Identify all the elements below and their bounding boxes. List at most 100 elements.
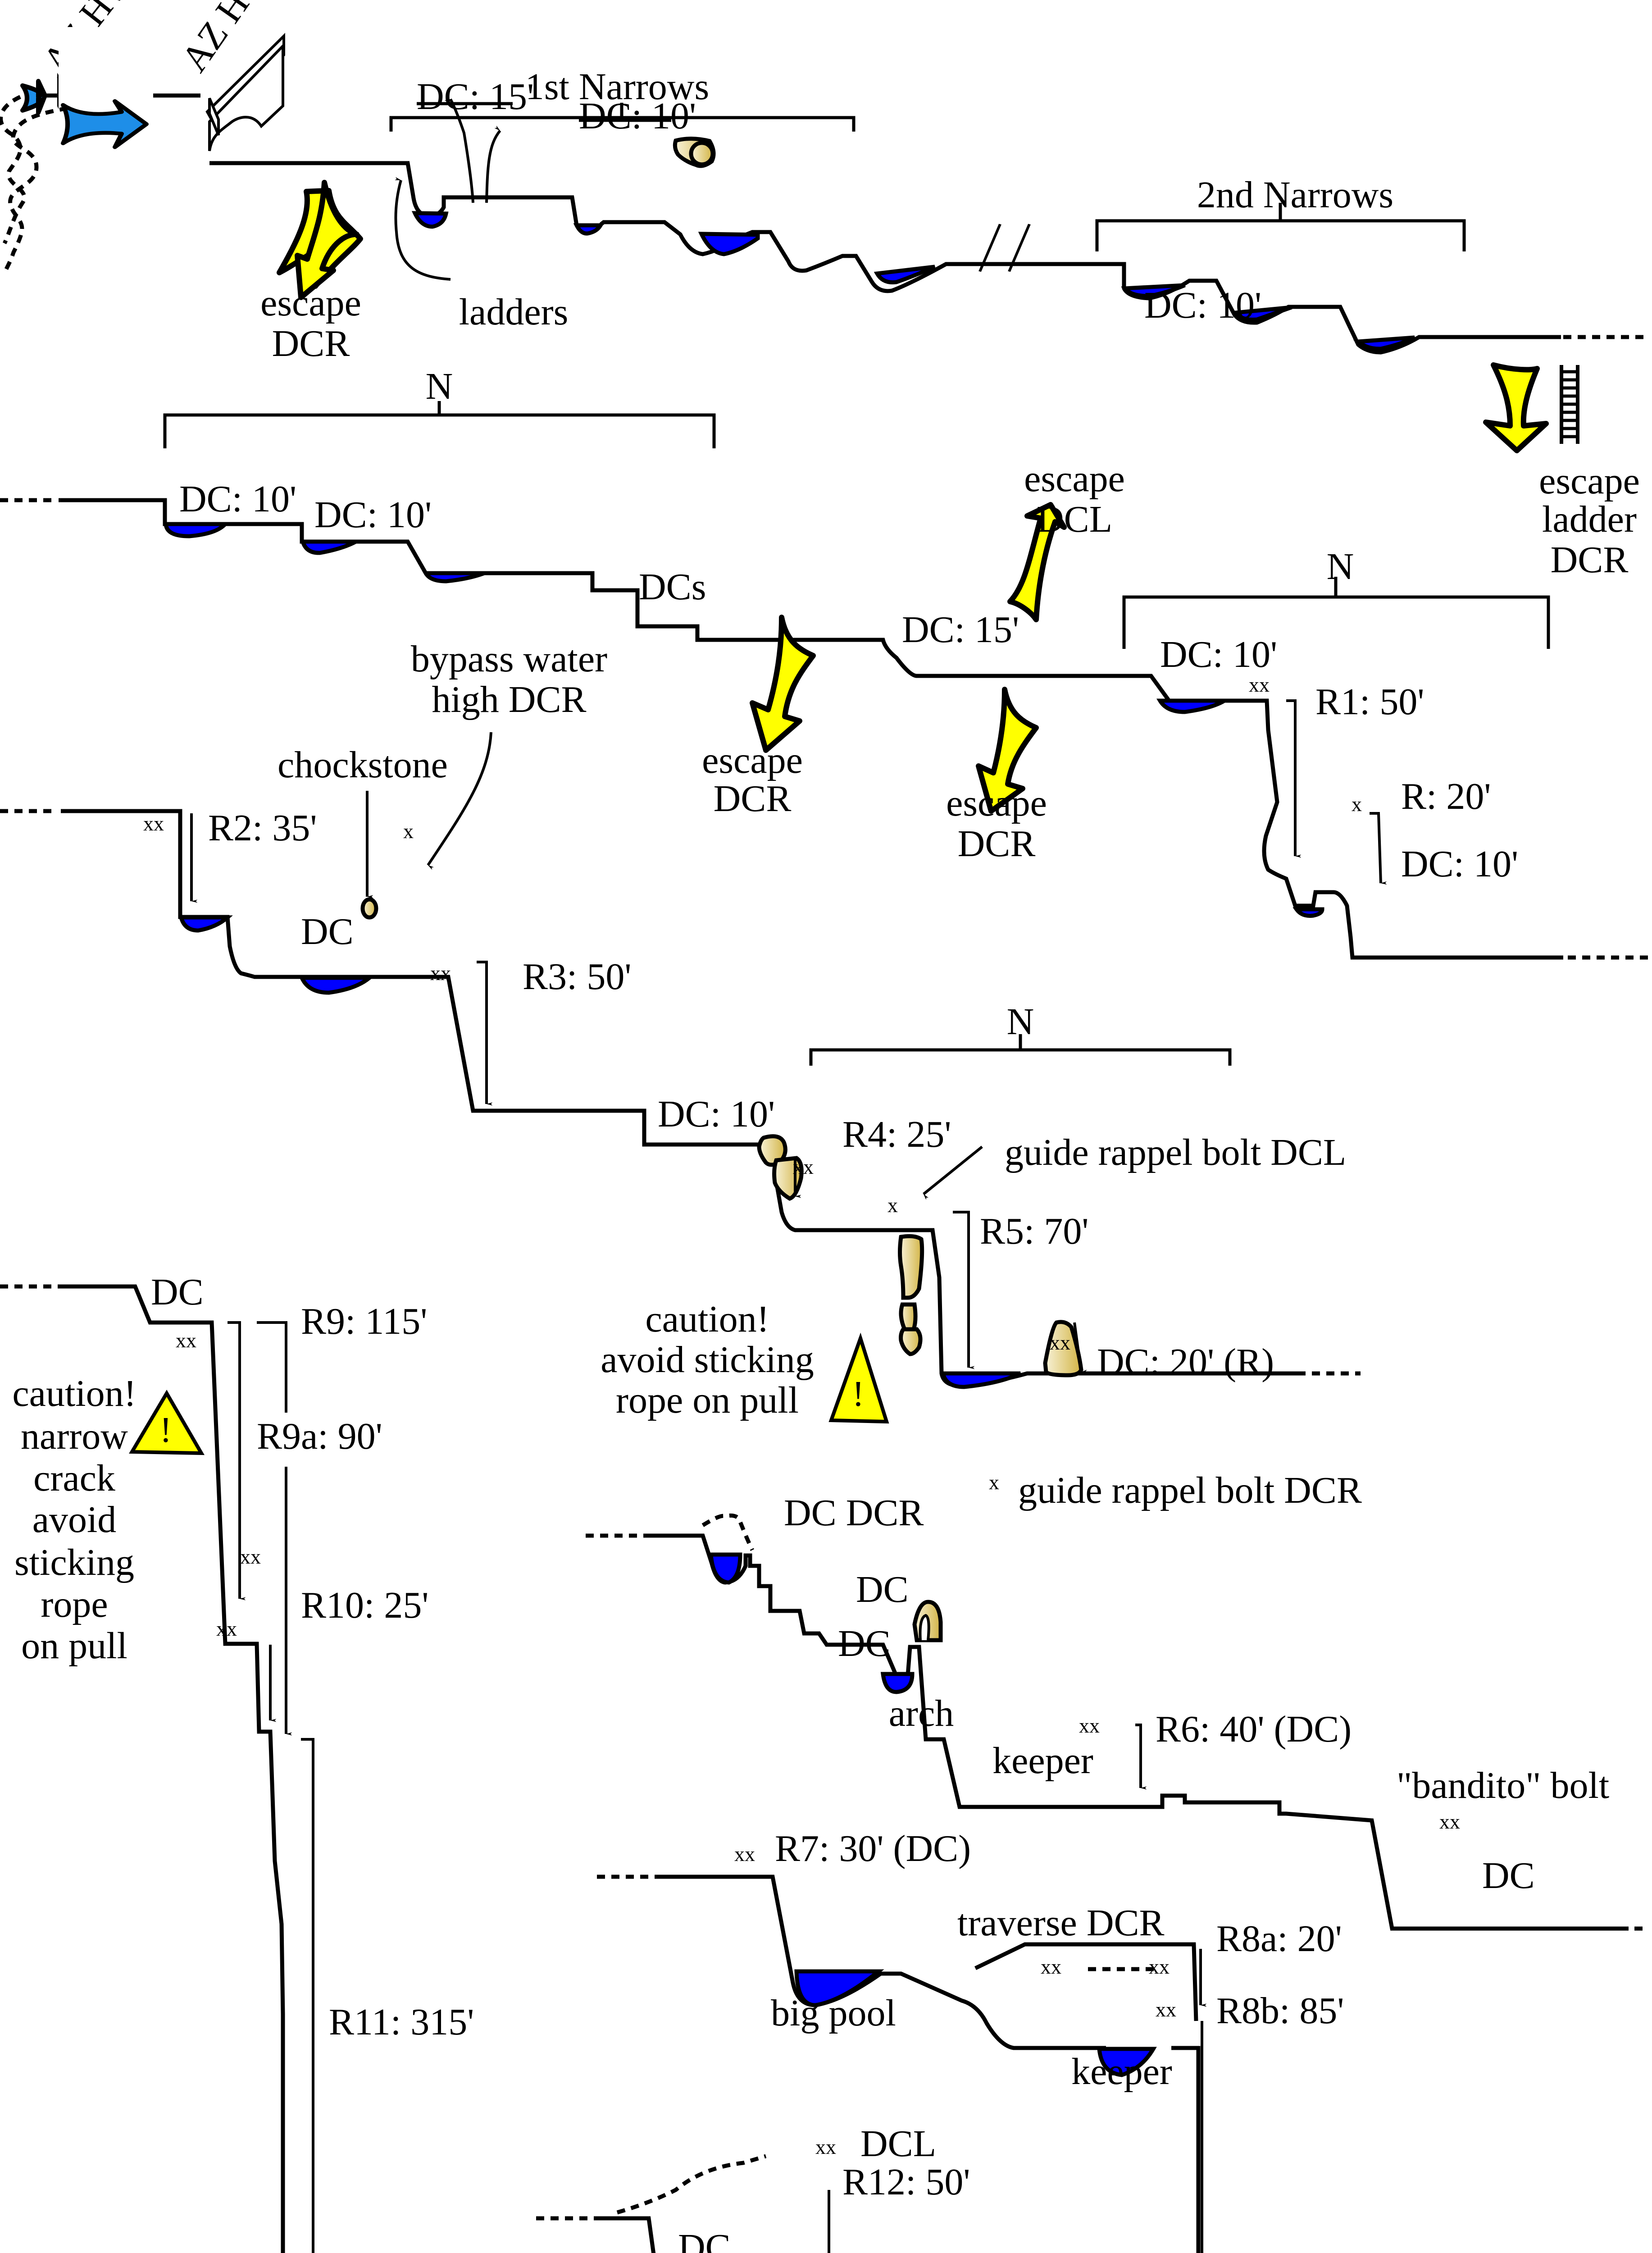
guide-bolt-dcr-label: guide rappel bolt DCR	[1018, 1469, 1362, 1511]
ladder-pointer	[444, 98, 474, 203]
warning-icon: !	[129, 1390, 205, 1455]
entry-arrow-icon	[61, 99, 149, 149]
dc-label: DC	[151, 1271, 204, 1313]
n-label: N	[1327, 546, 1354, 588]
caution-label: avoid sticking	[601, 1339, 814, 1381]
svg-text:narrow: narrow	[21, 1415, 128, 1457]
anchor-bolt: x	[1352, 793, 1362, 816]
anchor-bolts: xx	[216, 1617, 237, 1640]
escape-direction-label: DCR	[1551, 539, 1629, 581]
rappel-label-r1: R1: 50'	[1315, 681, 1424, 723]
arch-label: arch	[889, 1692, 954, 1734]
rappel-line-r1	[1286, 699, 1302, 858]
pool	[698, 232, 760, 256]
dc-10-label: DC: 10'	[1160, 634, 1277, 675]
rappel-line-r3	[477, 961, 493, 1106]
anchor-bolts: xx	[143, 812, 164, 835]
pool	[422, 571, 485, 584]
anchor-bolts: xx	[1156, 1998, 1176, 2021]
rappel-label-r20: R: 20'	[1401, 775, 1491, 817]
rappel-label-r2: R2: 35'	[208, 807, 317, 849]
anchor-bolts: xx	[815, 2135, 836, 2158]
canyon-profile-row-3	[61, 809, 773, 1147]
svg-text:caution!: caution!	[12, 1373, 136, 1414]
ladder-pointer	[394, 177, 451, 281]
svg-text:on pull: on pull	[21, 1625, 127, 1667]
ladders-label: ladders	[459, 291, 569, 333]
guide-bolt-dcl-label: guide rappel bolt DCL	[1005, 1131, 1346, 1173]
anchor-bolts: xx	[1041, 1955, 1061, 1978]
rappel-label-r8b: R8b: 85'	[1216, 1990, 1344, 2032]
downclimb-arrow	[1073, 1322, 1088, 1373]
caution-label: rope on pull	[616, 1379, 799, 1421]
boulder	[689, 141, 715, 167]
warning-icon: !	[828, 1332, 889, 1424]
pool	[1097, 2047, 1157, 2077]
escape-label: escape	[1024, 458, 1125, 500]
ladder-icon	[1560, 365, 1579, 444]
anchor-bolts: xx	[1439, 1810, 1460, 1833]
dc-label: DC	[1482, 1855, 1535, 1897]
svg-text:crack: crack	[33, 1457, 115, 1499]
anchor-bolts: xx	[1249, 673, 1270, 696]
traverse-ledge	[974, 1942, 1198, 2021]
removed-dc-15: DC: 15'	[417, 76, 534, 118]
n-bracket	[163, 401, 716, 448]
ladder-pointer	[485, 125, 501, 203]
dcs-label: DCs	[639, 566, 706, 608]
second-narrows-label: 2nd Narrows	[1197, 174, 1393, 216]
escape-label: escape	[260, 282, 361, 324]
bypass-pointer	[427, 732, 492, 870]
anchor-bolt: x	[887, 1194, 898, 1217]
escape-direction-label: DCR	[714, 778, 792, 820]
rappel-line-r9	[257, 1321, 286, 1734]
pool	[1231, 305, 1292, 322]
escape-arrow-icon	[750, 615, 816, 753]
dc-10-label: DC: 10'	[1401, 843, 1518, 885]
rappel-line-r6	[1135, 1724, 1147, 1790]
pool	[940, 1371, 1021, 1389]
bandito-label: "bandito" bolt	[1397, 1765, 1609, 1806]
canyon-profile-row-4	[649, 1533, 1629, 1931]
caution-text: caution! narrow crack avoid sticking rop…	[12, 1373, 136, 1667]
canyon-profile-row-2	[59, 498, 1563, 960]
escape-direction-label: DCR	[958, 823, 1036, 865]
removed-dc-10: DC: 10'	[579, 95, 696, 137]
dcl-label: DCL	[860, 2123, 936, 2165]
guide-bolt-pointer	[923, 1145, 983, 1200]
svg-text:!: !	[160, 1410, 172, 1450]
pool	[880, 1672, 915, 1694]
boulder	[898, 1234, 924, 1300]
rappel-label-r11: R11: 315'	[329, 2001, 474, 2043]
rappel-label-r4: R4: 25'	[842, 1113, 951, 1155]
anchor-bolts: xx	[1149, 1955, 1170, 1978]
pool	[1353, 335, 1416, 351]
dc-20-r-label: DC: 20' (R)	[1097, 1341, 1274, 1383]
svg-text:!: !	[852, 1374, 865, 1414]
pool	[1292, 907, 1324, 918]
pool	[299, 976, 375, 995]
pool	[709, 1552, 742, 1585]
row-1-detail: AZ Hwy 89 1st Narrows DC: 15' DC: 10' la…	[2, 0, 1652, 581]
first-narrows-label: 1st Narrows	[525, 66, 709, 108]
boulder	[899, 1302, 918, 1332]
escape-label: escape	[1539, 460, 1640, 502]
dc-label: DC	[301, 911, 354, 953]
rappel-label-r6: R6: 40' (DC)	[1156, 1708, 1352, 1750]
row-5: xx R7: 30' (DC) big pool traverse DCR xx…	[597, 1828, 1344, 2253]
keeper-label: keeper	[1071, 2051, 1172, 2093]
svg-text:sticking: sticking	[14, 1542, 134, 1583]
anchor-bolt: x	[403, 820, 414, 843]
dcr-bypass	[701, 1513, 755, 1551]
rappel-label-r3: R3: 50'	[523, 956, 632, 998]
escape-direction-label: DCL	[1037, 498, 1112, 540]
anchor-bolts: xx	[176, 1329, 196, 1352]
bypass-label: bypass water	[411, 638, 607, 680]
boulder	[899, 1327, 923, 1356]
escape-ladder-label: ladder	[1542, 498, 1637, 540]
rappel-label-r9: R9: 115'	[301, 1300, 427, 1342]
bridge-icon	[205, 32, 285, 151]
canyon-profile-left	[61, 1284, 285, 2253]
dc-10-label: DC: 10'	[658, 1093, 775, 1135]
